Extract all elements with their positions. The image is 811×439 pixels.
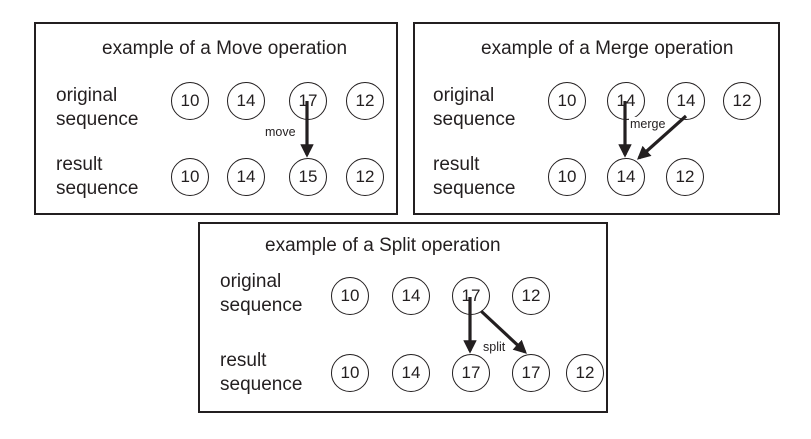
split-original-label-line1: original [220,271,282,292]
split-title: example of a Split operation [265,235,501,256]
split-original-node: 17 [452,277,490,315]
move-result-label-line2: sequence [56,178,139,199]
merge-result-label-line2: sequence [433,178,516,199]
move-original-label-line2: sequence [56,109,139,130]
move-original-label-line1: original [56,85,118,106]
move-original-node: 12 [346,82,384,120]
move-original-node: 14 [227,82,265,120]
split-result-node: 12 [566,354,604,392]
split-op-label: split [482,340,507,354]
move-result-node: 14 [227,158,265,196]
merge-result-node: 10 [548,158,586,196]
move-result-node: 12 [346,158,384,196]
split-result-node: 17 [512,354,550,392]
merge-result-node: 14 [607,158,645,196]
split-result-label-line1: result [220,350,267,371]
move-original-node: 10 [171,82,209,120]
split-original-node: 12 [512,277,550,315]
split-result-label-line2: sequence [220,374,303,395]
move-panel: example of a Move operation original seq… [34,22,398,215]
split-panel: example of a Split operation original se… [198,222,608,413]
merge-original-node: 10 [548,82,586,120]
move-result-label: result sequence [56,153,138,201]
merge-result-node: 12 [666,158,704,196]
split-result-label: result sequence [220,349,302,397]
move-result-label-line1: result [56,154,103,175]
split-original-node: 10 [331,277,369,315]
merge-original-label-line2: sequence [433,109,516,130]
merge-title: example of a Merge operation [481,38,734,59]
split-original-node: 14 [392,277,430,315]
move-original-label: original sequence [56,84,138,132]
move-result-node: 10 [171,158,209,196]
move-op-label: move [264,125,297,139]
merge-result-label: result sequence [433,153,515,201]
split-result-node: 14 [392,354,430,392]
merge-original-label: original sequence [433,84,515,132]
merge-original-label-line1: original [433,85,495,106]
move-original-node: 17 [289,82,327,120]
merge-original-node: 14 [667,82,705,120]
split-result-node: 17 [452,354,490,392]
merge-op-label: merge [629,117,667,131]
split-original-label: original sequence [220,270,302,318]
merge-original-node: 14 [607,82,645,120]
merge-result-label-line1: result [433,154,480,175]
move-result-node: 15 [289,158,327,196]
merge-original-node: 12 [723,82,761,120]
merge-panel: example of a Merge operation original se… [413,22,780,215]
split-original-label-line2: sequence [220,295,303,316]
split-result-node: 10 [331,354,369,392]
move-title: example of a Move operation [102,38,348,59]
